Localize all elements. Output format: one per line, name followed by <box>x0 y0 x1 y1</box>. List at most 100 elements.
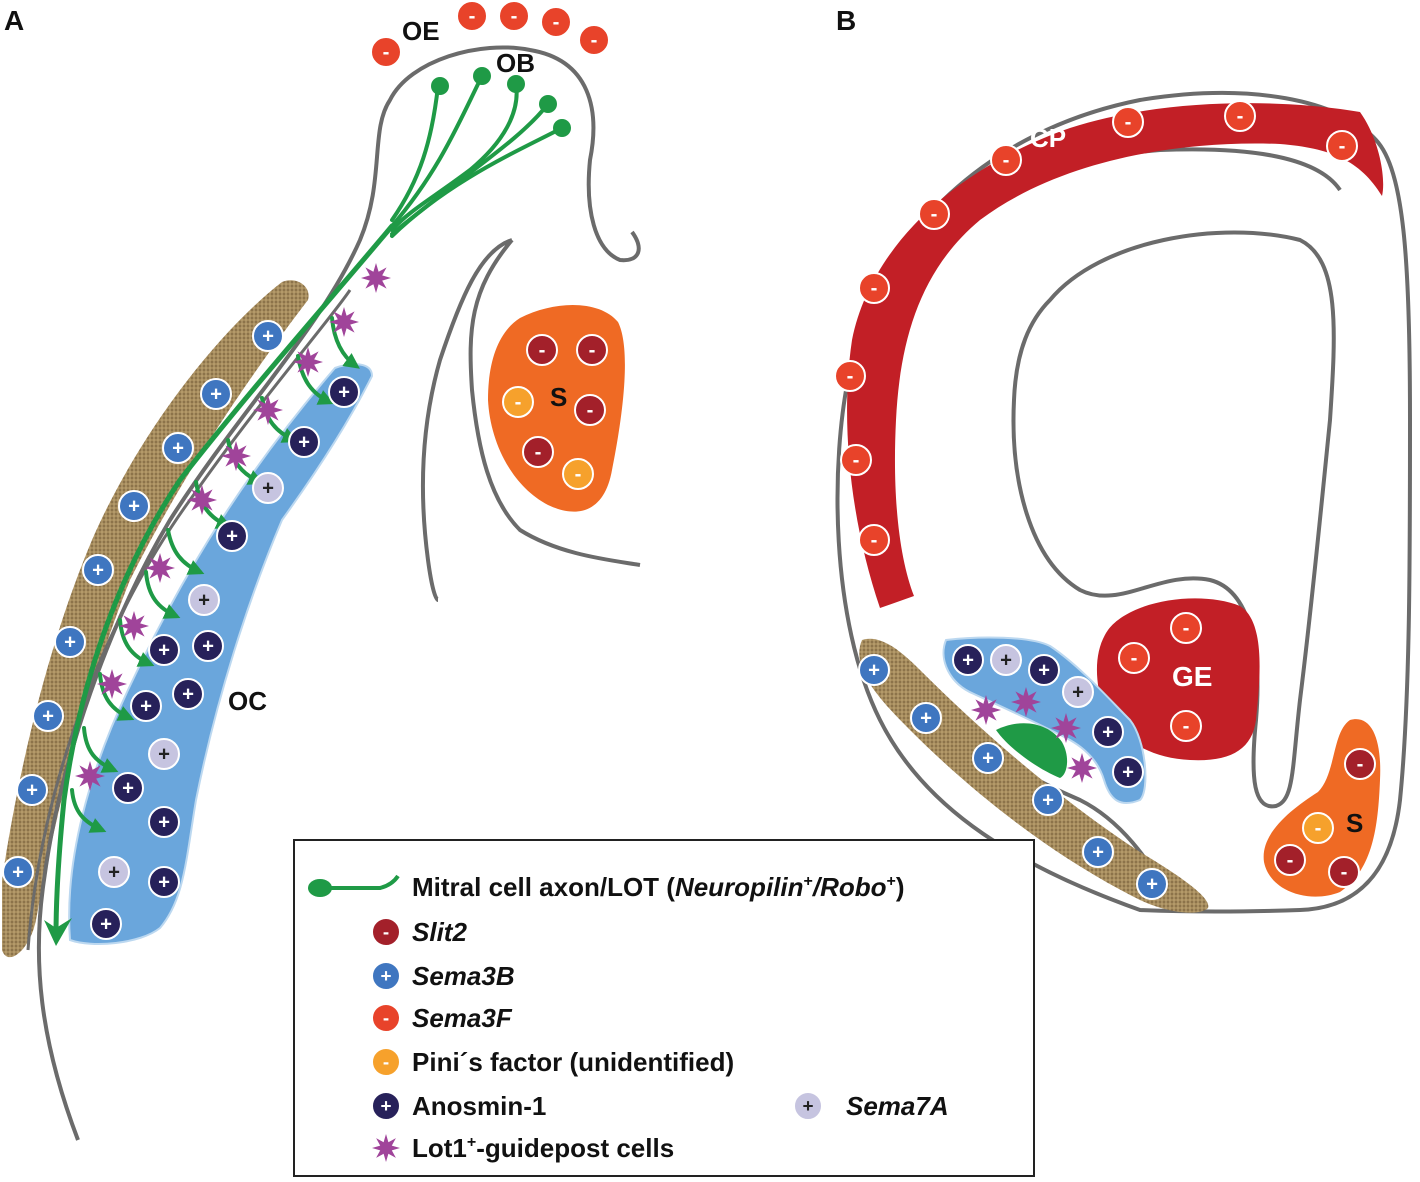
minus-sign: - <box>871 529 878 551</box>
plus-sign: + <box>226 525 238 547</box>
legend-sema7a-icon: + <box>793 1091 823 1121</box>
sema7a-marker: + <box>1062 676 1094 708</box>
plus-sign: + <box>182 683 194 705</box>
pini-marker: - <box>562 458 594 490</box>
legend-star-icon <box>372 1134 400 1162</box>
slit2-marker: - <box>574 394 606 426</box>
minus-sign: - <box>469 5 476 27</box>
sema3b-marker: + <box>910 702 942 734</box>
sema3b-marker: + <box>858 654 890 686</box>
minus-sign: - <box>1315 817 1322 839</box>
lot-bundle-b <box>996 723 1068 778</box>
meninges-band-a <box>2 280 309 958</box>
sema3b-marker: + <box>1136 868 1168 900</box>
plus-sign: + <box>802 1096 813 1117</box>
minus-sign: - <box>931 203 938 225</box>
minus-sign: - <box>1183 715 1190 737</box>
mitral-cell-soma <box>431 77 449 95</box>
plus-sign: + <box>158 743 170 765</box>
septal-outline-a <box>421 238 641 602</box>
ventricle-outline-b <box>1011 230 1336 809</box>
lot1-guidepost-star-icon <box>329 307 359 337</box>
legend-slit2-icon: - <box>371 917 401 947</box>
star-icon <box>372 1134 400 1162</box>
lot1-guidepost-star-icon <box>253 395 283 425</box>
legend-lot1-label: Lot1+-guidepost cells <box>412 1133 674 1163</box>
sema3f-marker: - <box>858 272 890 304</box>
minus-sign: - <box>1357 753 1364 775</box>
sema3b-icon: + <box>371 961 401 991</box>
minus-sign: - <box>1339 135 1346 157</box>
lot1-guidepost-star-icon <box>1067 753 1097 783</box>
minus-sign: - <box>511 5 518 27</box>
plus-sign: + <box>172 437 184 459</box>
plus-sign: + <box>100 913 112 935</box>
legend-sema3f-label: Sema3F <box>412 1003 513 1033</box>
lot1-guidepost-star-icon <box>361 263 391 293</box>
plus-sign: + <box>64 631 76 653</box>
plus-sign: + <box>380 1096 391 1117</box>
sema3f-marker: - <box>834 360 866 392</box>
lot1-guidepost-star-icon <box>293 347 323 377</box>
anosmin-marker: + <box>1028 654 1060 686</box>
legend-sema7a-label: Sema7A <box>846 1091 949 1121</box>
legend-entry-pini: - Pini´s factor (unidentified) <box>371 1047 734 1077</box>
slit2-marker: - <box>1274 844 1306 876</box>
anosmin-marker: + <box>1112 756 1144 788</box>
minus-sign: - <box>871 277 878 299</box>
plus-sign: + <box>158 811 170 833</box>
ganglionic-eminence-region <box>1096 598 1260 761</box>
plus-sign: + <box>42 705 54 727</box>
legend-entry-slit2: - Slit2 <box>371 917 467 947</box>
anosmin-marker: + <box>90 908 122 940</box>
plus-sign: + <box>962 649 974 671</box>
anosmin-marker: + <box>130 690 162 722</box>
sema7a-marker: + <box>990 644 1022 676</box>
sema3f-marker: - <box>858 524 890 556</box>
anosmin-marker: + <box>148 634 180 666</box>
marker-layer: -----------++++++++++++++++++++++++-----… <box>2 0 1376 940</box>
anosmin-marker: + <box>172 678 204 710</box>
sema3b-marker: + <box>16 774 48 806</box>
minus-sign: - <box>1003 149 1010 171</box>
minus-sign: - <box>1287 849 1294 871</box>
legend: Mitral cell axon/LOT (Neuropilin+/Robo+)… <box>293 839 1035 1177</box>
sema3b-marker: + <box>118 490 150 522</box>
label-ge: GE <box>1172 661 1212 692</box>
meninges-band-b <box>859 638 1209 913</box>
minus-sign: - <box>515 391 522 413</box>
plus-sign: + <box>158 871 170 893</box>
plus-sign: + <box>122 777 134 799</box>
lot1-guidepost-star-icon <box>1051 713 1081 743</box>
slit2-marker: - <box>526 334 558 366</box>
mitral-cell-soma <box>507 75 525 93</box>
minus-sign: - <box>383 922 389 943</box>
pini-marker: - <box>1302 812 1334 844</box>
plus-sign: + <box>1042 789 1054 811</box>
sema3b-marker: + <box>82 554 114 586</box>
sema7a-marker: + <box>148 738 180 770</box>
panel-b: B CP GE S <box>835 5 1413 914</box>
sema3f-marker: - <box>918 198 950 230</box>
legend-entry-lot: Mitral cell axon/LOT (Neuropilin+/Robo+) <box>308 872 905 902</box>
sema3f-marker: - <box>990 144 1022 176</box>
plus-sign: + <box>338 381 350 403</box>
anosmin-icon: + <box>371 1091 401 1121</box>
legend-entry-sema3f: - Sema3F <box>371 1003 513 1033</box>
sema3b-marker: + <box>252 320 284 352</box>
legend-sema3f-icon: - <box>371 1003 401 1033</box>
plus-sign: + <box>920 707 932 729</box>
minus-sign: - <box>553 11 560 33</box>
sema7a-icon: + <box>793 1091 823 1121</box>
sema7a-marker: + <box>98 856 130 888</box>
minus-sign: - <box>853 449 860 471</box>
plus-sign: + <box>982 747 994 769</box>
minus-sign: - <box>1183 617 1190 639</box>
legend-sema3b-label: Sema3B <box>412 961 515 991</box>
minus-sign: - <box>1341 861 1348 883</box>
plus-sign: + <box>1038 659 1050 681</box>
minus-sign: - <box>383 1052 389 1073</box>
label-ob: OB <box>496 48 535 78</box>
plus-sign: + <box>210 383 222 405</box>
axon-arrow-main <box>44 918 72 946</box>
